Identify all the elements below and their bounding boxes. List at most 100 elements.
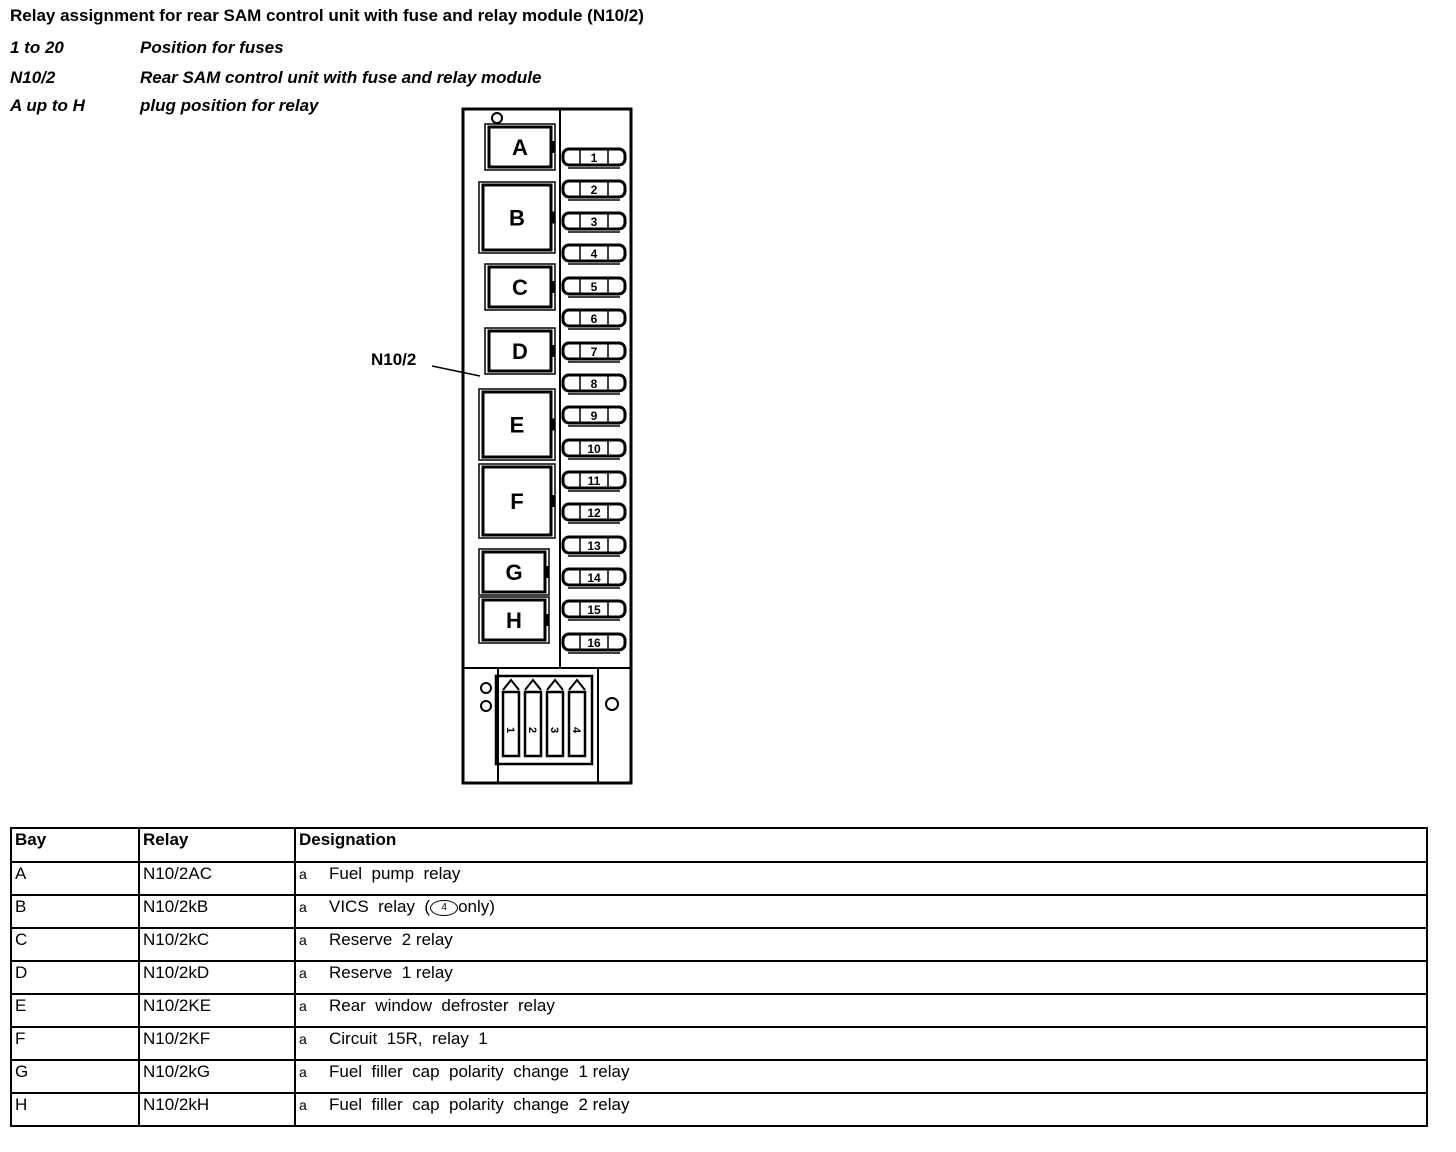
designation-suffix: only) — [458, 897, 495, 916]
fuse-label: 10 — [587, 442, 601, 456]
designation-mark: a — [299, 998, 307, 1014]
relay-label: F — [510, 489, 523, 514]
fuse-label: 9 — [591, 409, 598, 423]
fuse-slot: 2 — [561, 179, 627, 201]
bay-cell: D — [10, 960, 140, 995]
designation-cell: a Fuel pump relay — [294, 861, 1428, 896]
fuse-slot: 14 — [561, 567, 627, 589]
fuse-label: 14 — [587, 571, 601, 585]
fuse-slot: 10 — [561, 438, 627, 460]
relay-cell: N10/2KF — [138, 1026, 296, 1061]
bay-cell: C — [10, 927, 140, 962]
fuse-label: 4 — [591, 247, 598, 261]
relay-slot: C — [484, 263, 556, 311]
fuse-label: 2 — [591, 183, 598, 197]
screw-icon — [480, 682, 492, 694]
fuse-slot: 5 — [561, 276, 627, 298]
fuse-label: 16 — [587, 636, 601, 650]
designation-cell: a Reserve 2 relay — [294, 927, 1428, 962]
designation-text: VICS relay ( — [329, 897, 431, 916]
designation-text: Rear window defroster relay — [329, 996, 555, 1015]
relay-label: E — [510, 413, 525, 438]
relay-label: A — [512, 135, 528, 160]
designation-mark: a — [299, 1031, 307, 1047]
fuse-slot: 6 — [561, 308, 627, 330]
fuse-label: 6 — [591, 312, 598, 326]
relay-cell: N10/2kD — [138, 960, 296, 995]
relay-cell: N10/2kG — [138, 1059, 296, 1094]
designation-mark: a — [299, 1064, 307, 1080]
designation-cell: a Circuit 15R, relay 1 — [294, 1026, 1428, 1061]
designation-text: Reserve 2 relay — [329, 930, 453, 949]
pin-label: 4 — [570, 727, 582, 734]
relay-label: B — [509, 206, 525, 231]
designation-mark: a — [299, 899, 307, 915]
designation-cell: a Rear window defroster relay — [294, 993, 1428, 1028]
relay-slot: D — [484, 327, 556, 375]
connector-pin: 3 — [545, 678, 565, 758]
pin-label: 1 — [504, 727, 516, 733]
relay-cell: N10/2kH — [138, 1092, 296, 1127]
connector-housing — [494, 674, 594, 766]
fuse-slot: 9 — [561, 405, 627, 427]
designation-mark: a — [299, 932, 307, 948]
legend-key: 1 to 20 — [10, 38, 64, 57]
variant-badge: 4 — [430, 899, 459, 916]
relay-label: C — [512, 275, 528, 300]
relay-slot: B — [478, 181, 556, 254]
relay-slot: F — [478, 463, 556, 539]
page-title: Relay assignment for rear SAM control un… — [10, 6, 644, 25]
bay-cell: A — [10, 861, 140, 896]
relay-cell: N10/2AC — [138, 861, 296, 896]
fuse-slot: 12 — [561, 502, 627, 524]
bay-cell: F — [10, 1026, 140, 1061]
relay-slot: H — [478, 596, 550, 644]
fuse-slot: 8 — [561, 373, 627, 395]
relay-label: H — [506, 608, 522, 633]
header-relay: Relay — [138, 827, 296, 863]
table-header-row: Bay Relay Designation — [10, 827, 1428, 863]
legend-value: Rear SAM control unit with fuse and rela… — [140, 68, 542, 87]
bay-cell: E — [10, 993, 140, 1028]
screw-icon — [605, 697, 619, 711]
fuse-slot: 7 — [561, 341, 627, 363]
fuse-slot: 13 — [561, 535, 627, 557]
pin-label: 2 — [526, 727, 538, 733]
fuse-slot: 16 — [561, 632, 627, 654]
designation-text: Fuel pump relay — [329, 864, 461, 883]
fuse-label: 1 — [591, 151, 598, 165]
designation-mark: a — [299, 965, 307, 981]
designation-text: Circuit 15R, relay 1 — [329, 1029, 488, 1048]
header-designation: Designation — [294, 827, 1428, 863]
fuse-label: 7 — [591, 345, 598, 359]
fuse-label: 5 — [591, 280, 598, 294]
bay-cell: G — [10, 1059, 140, 1094]
fuse-label: 15 — [587, 603, 601, 617]
header-bay: Bay — [10, 827, 140, 863]
fuse-label: 8 — [591, 377, 598, 391]
module-callout: N10/2 — [371, 350, 417, 369]
relay-label: G — [505, 560, 522, 585]
designation-mark: a — [299, 866, 307, 882]
fuse-label: 3 — [591, 215, 598, 229]
designation-mark: a — [299, 1097, 307, 1113]
designation-text: Fuel filler cap polarity change 1 relay — [329, 1062, 630, 1081]
fuse-slot: 15 — [561, 599, 627, 621]
fuse-slot: 4 — [561, 243, 627, 265]
screw-icon — [480, 700, 492, 712]
fuse-label: 13 — [587, 539, 601, 553]
legend-value: plug position for relay — [140, 96, 319, 115]
pin-label: 3 — [548, 727, 560, 733]
relay-label: D — [512, 339, 528, 364]
